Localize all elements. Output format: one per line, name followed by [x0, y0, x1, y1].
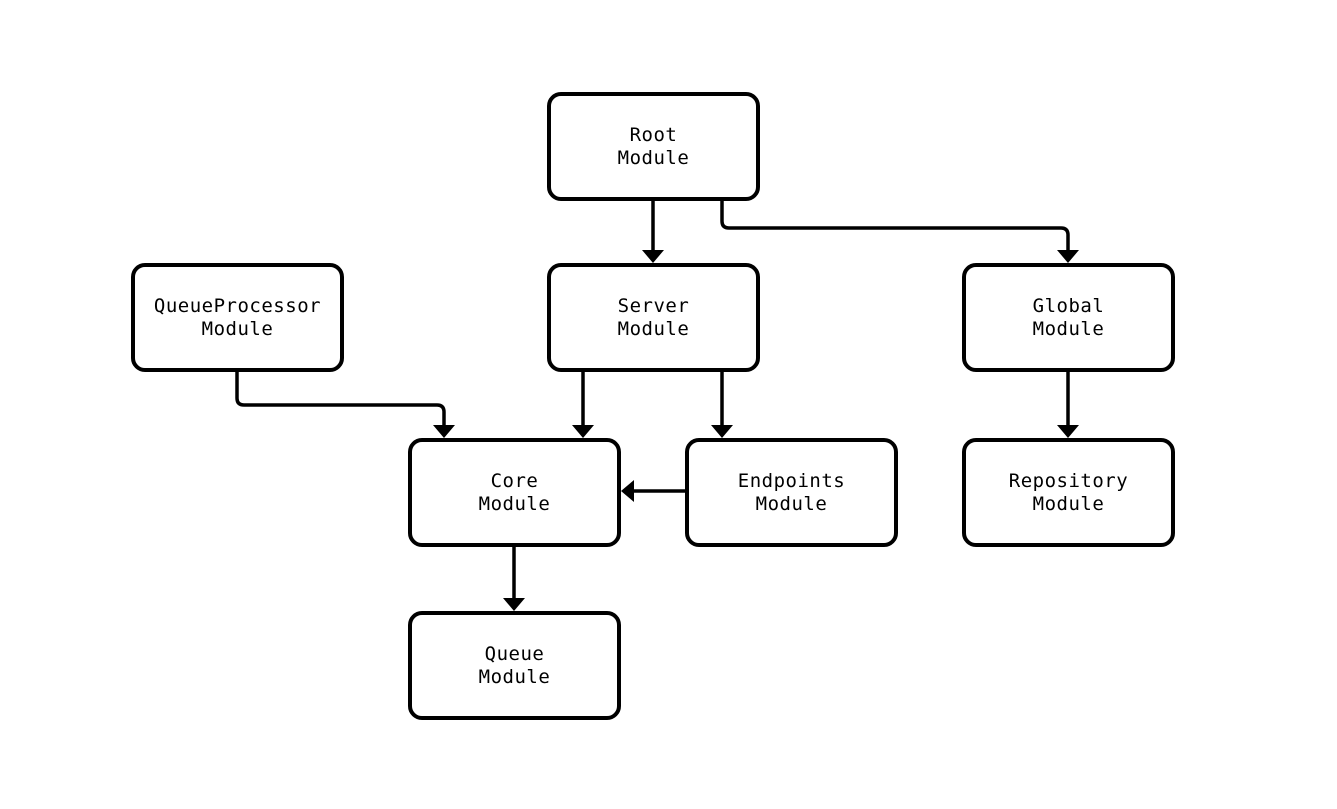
- node-box[interactable]: [547, 92, 760, 201]
- arrowhead-icon: [642, 250, 664, 263]
- arrowhead-icon: [503, 598, 525, 611]
- node-box[interactable]: [547, 263, 760, 372]
- node-label-line2: Module: [618, 147, 690, 169]
- edge-server-to-endpoints: [711, 370, 733, 438]
- edge-endpoints-to-core: [621, 480, 687, 502]
- arrowhead-icon: [1057, 250, 1079, 263]
- edge-queueprocessor-to-core: [235, 370, 455, 438]
- node-label-line1: Root: [630, 124, 678, 146]
- arrowhead-icon: [621, 480, 634, 502]
- node-label-line2: Module: [618, 318, 690, 340]
- node-label-line2: Module: [202, 318, 274, 340]
- edge-server-to-core: [572, 370, 594, 438]
- arrowhead-icon: [711, 425, 733, 438]
- arrowhead-icon: [1057, 425, 1079, 438]
- node-box[interactable]: [131, 263, 344, 372]
- node-box[interactable]: [408, 438, 621, 547]
- node-label-line1: QueueProcessor: [154, 295, 321, 317]
- edge-line: [720, 199, 1070, 250]
- nodes-layer: RootModuleQueueProcessorModuleServerModu…: [131, 92, 1175, 720]
- node-label-line1: Global: [1033, 295, 1105, 317]
- node-label-line2: Module: [479, 666, 551, 688]
- node-box[interactable]: [408, 611, 621, 720]
- node-label-line1: Repository: [1009, 470, 1128, 492]
- node-label-line1: Server: [618, 295, 690, 317]
- edge-line: [235, 370, 446, 425]
- edge-global-to-repository: [1057, 370, 1079, 438]
- arrowhead-icon: [572, 425, 594, 438]
- edge-root-to-server: [642, 199, 664, 263]
- edge-core-to-queue: [503, 545, 525, 611]
- edge-root-to-global: [720, 199, 1079, 263]
- node-box[interactable]: [685, 438, 898, 547]
- edges-layer: [235, 199, 1079, 611]
- node-label-line1: Queue: [485, 643, 545, 665]
- node-label-line2: Module: [479, 493, 551, 515]
- node-label-line1: Core: [491, 470, 539, 492]
- node-box[interactable]: [962, 263, 1175, 372]
- node-label-line2: Module: [1033, 318, 1105, 340]
- node-label-line1: Endpoints: [738, 470, 845, 492]
- node-label-line2: Module: [1033, 493, 1105, 515]
- node-box[interactable]: [962, 438, 1175, 547]
- arrowhead-icon: [433, 425, 455, 438]
- node-label-line2: Module: [756, 493, 828, 515]
